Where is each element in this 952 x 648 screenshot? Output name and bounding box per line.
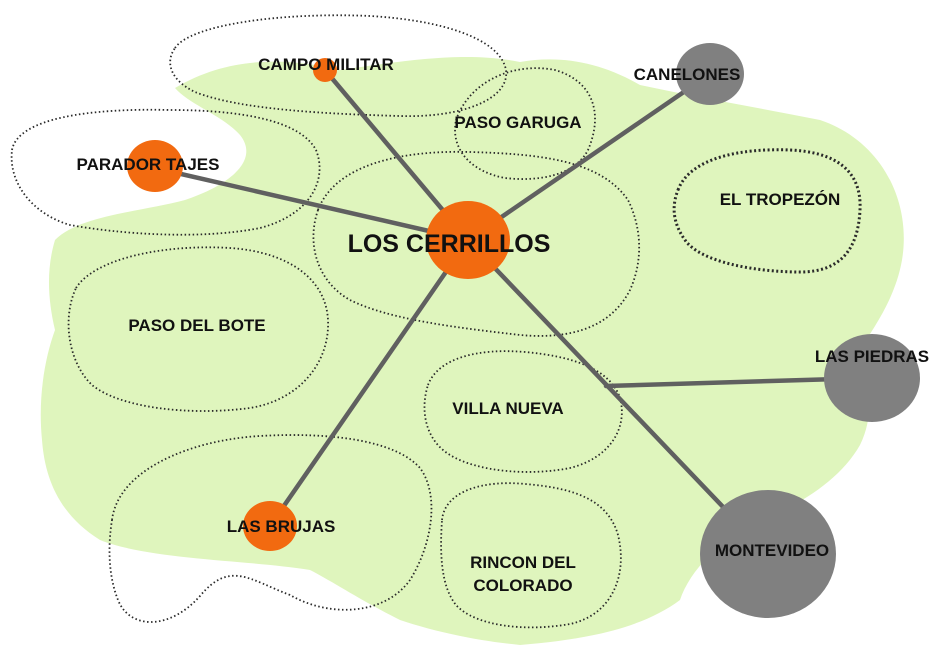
zone-parador-tajes-outline: [10, 108, 321, 236]
link-montevideo: [465, 237, 771, 557]
link-parador-tajes: [152, 165, 471, 243]
node-parador-tajes: [127, 140, 183, 192]
node-montevideo: [700, 490, 836, 618]
label-las-brujas: LAS BRUJAS: [227, 517, 336, 536]
label-paso-garuga: PASO GARUGA: [454, 113, 581, 132]
zone-paso-del-bote-outline: [67, 246, 329, 412]
zone-villa-nueva-outline: [423, 350, 623, 473]
node-las-brujas: [243, 501, 297, 551]
link-las-brujas: [267, 237, 471, 529]
zone-el-tropezon-outline: [672, 148, 862, 274]
link-canelones: [465, 71, 713, 243]
zone-los-cerrillos-outline: [312, 150, 641, 337]
node-canelones: [676, 43, 744, 105]
label-el-tropezon: EL TROPEZÓN: [720, 190, 841, 209]
label-las-piedras: LAS PIEDRAS: [815, 347, 929, 366]
zone-campo-militar-outline: [169, 14, 507, 117]
node-campo-militar: [313, 58, 337, 82]
label-paso-del-bote: PASO DEL BOTE: [128, 316, 265, 335]
region-blob: [40, 56, 904, 645]
label-los-cerrillos: LOS CERRILLOS: [348, 230, 551, 258]
label-villa-nueva: VILLA NUEVA: [452, 399, 563, 418]
node-las-piedras: [824, 334, 920, 422]
label-parador-tajes: PARADOR TAJES: [77, 155, 220, 174]
label-rincon-line2: COLORADO: [473, 576, 572, 595]
node-los-cerrillos: [426, 201, 510, 279]
label-rincon-line1: RINCON DEL: [470, 553, 576, 572]
label-montevideo: MONTEVIDEO: [715, 541, 829, 560]
zone-paso-garuga-outline: [454, 67, 596, 180]
label-canelones: CANELONES: [634, 65, 741, 84]
label-campo-militar: CAMPO MILITAR: [258, 55, 394, 74]
